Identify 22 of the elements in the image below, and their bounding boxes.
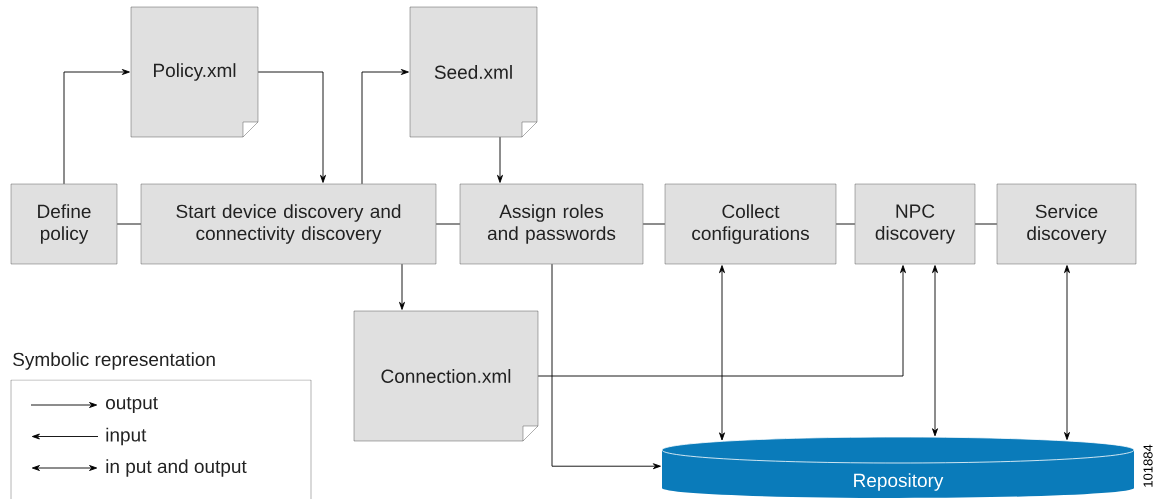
process-box: Define policy — [10, 183, 118, 265]
legend-text: in put and output — [106, 459, 247, 477]
process-box: Start device discovery and connectivity discovery — [140, 183, 437, 265]
arrow — [537, 265, 906, 377]
arrow — [1064, 265, 1070, 440]
arrow — [63, 69, 130, 185]
legend-text: input — [106, 427, 147, 446]
process-box: Assign roles and passwords — [459, 183, 644, 265]
node-label: Repository — [854, 473, 944, 491]
process-box: Service discovery — [996, 183, 1137, 265]
arrow — [399, 263, 405, 310]
arrow — [719, 265, 725, 441]
arrow — [932, 265, 938, 437]
arrow — [361, 69, 409, 185]
repository-cylinder: Repository — [661, 436, 1135, 498]
legend-text: output — [106, 396, 158, 414]
legend-title: Symbolic representation — [13, 352, 215, 370]
arrow — [551, 263, 661, 470]
process-box: NPC discovery — [854, 183, 976, 265]
process-box: Collect configurations — [664, 183, 837, 265]
arrow — [497, 136, 503, 183]
arrow — [257, 71, 326, 183]
